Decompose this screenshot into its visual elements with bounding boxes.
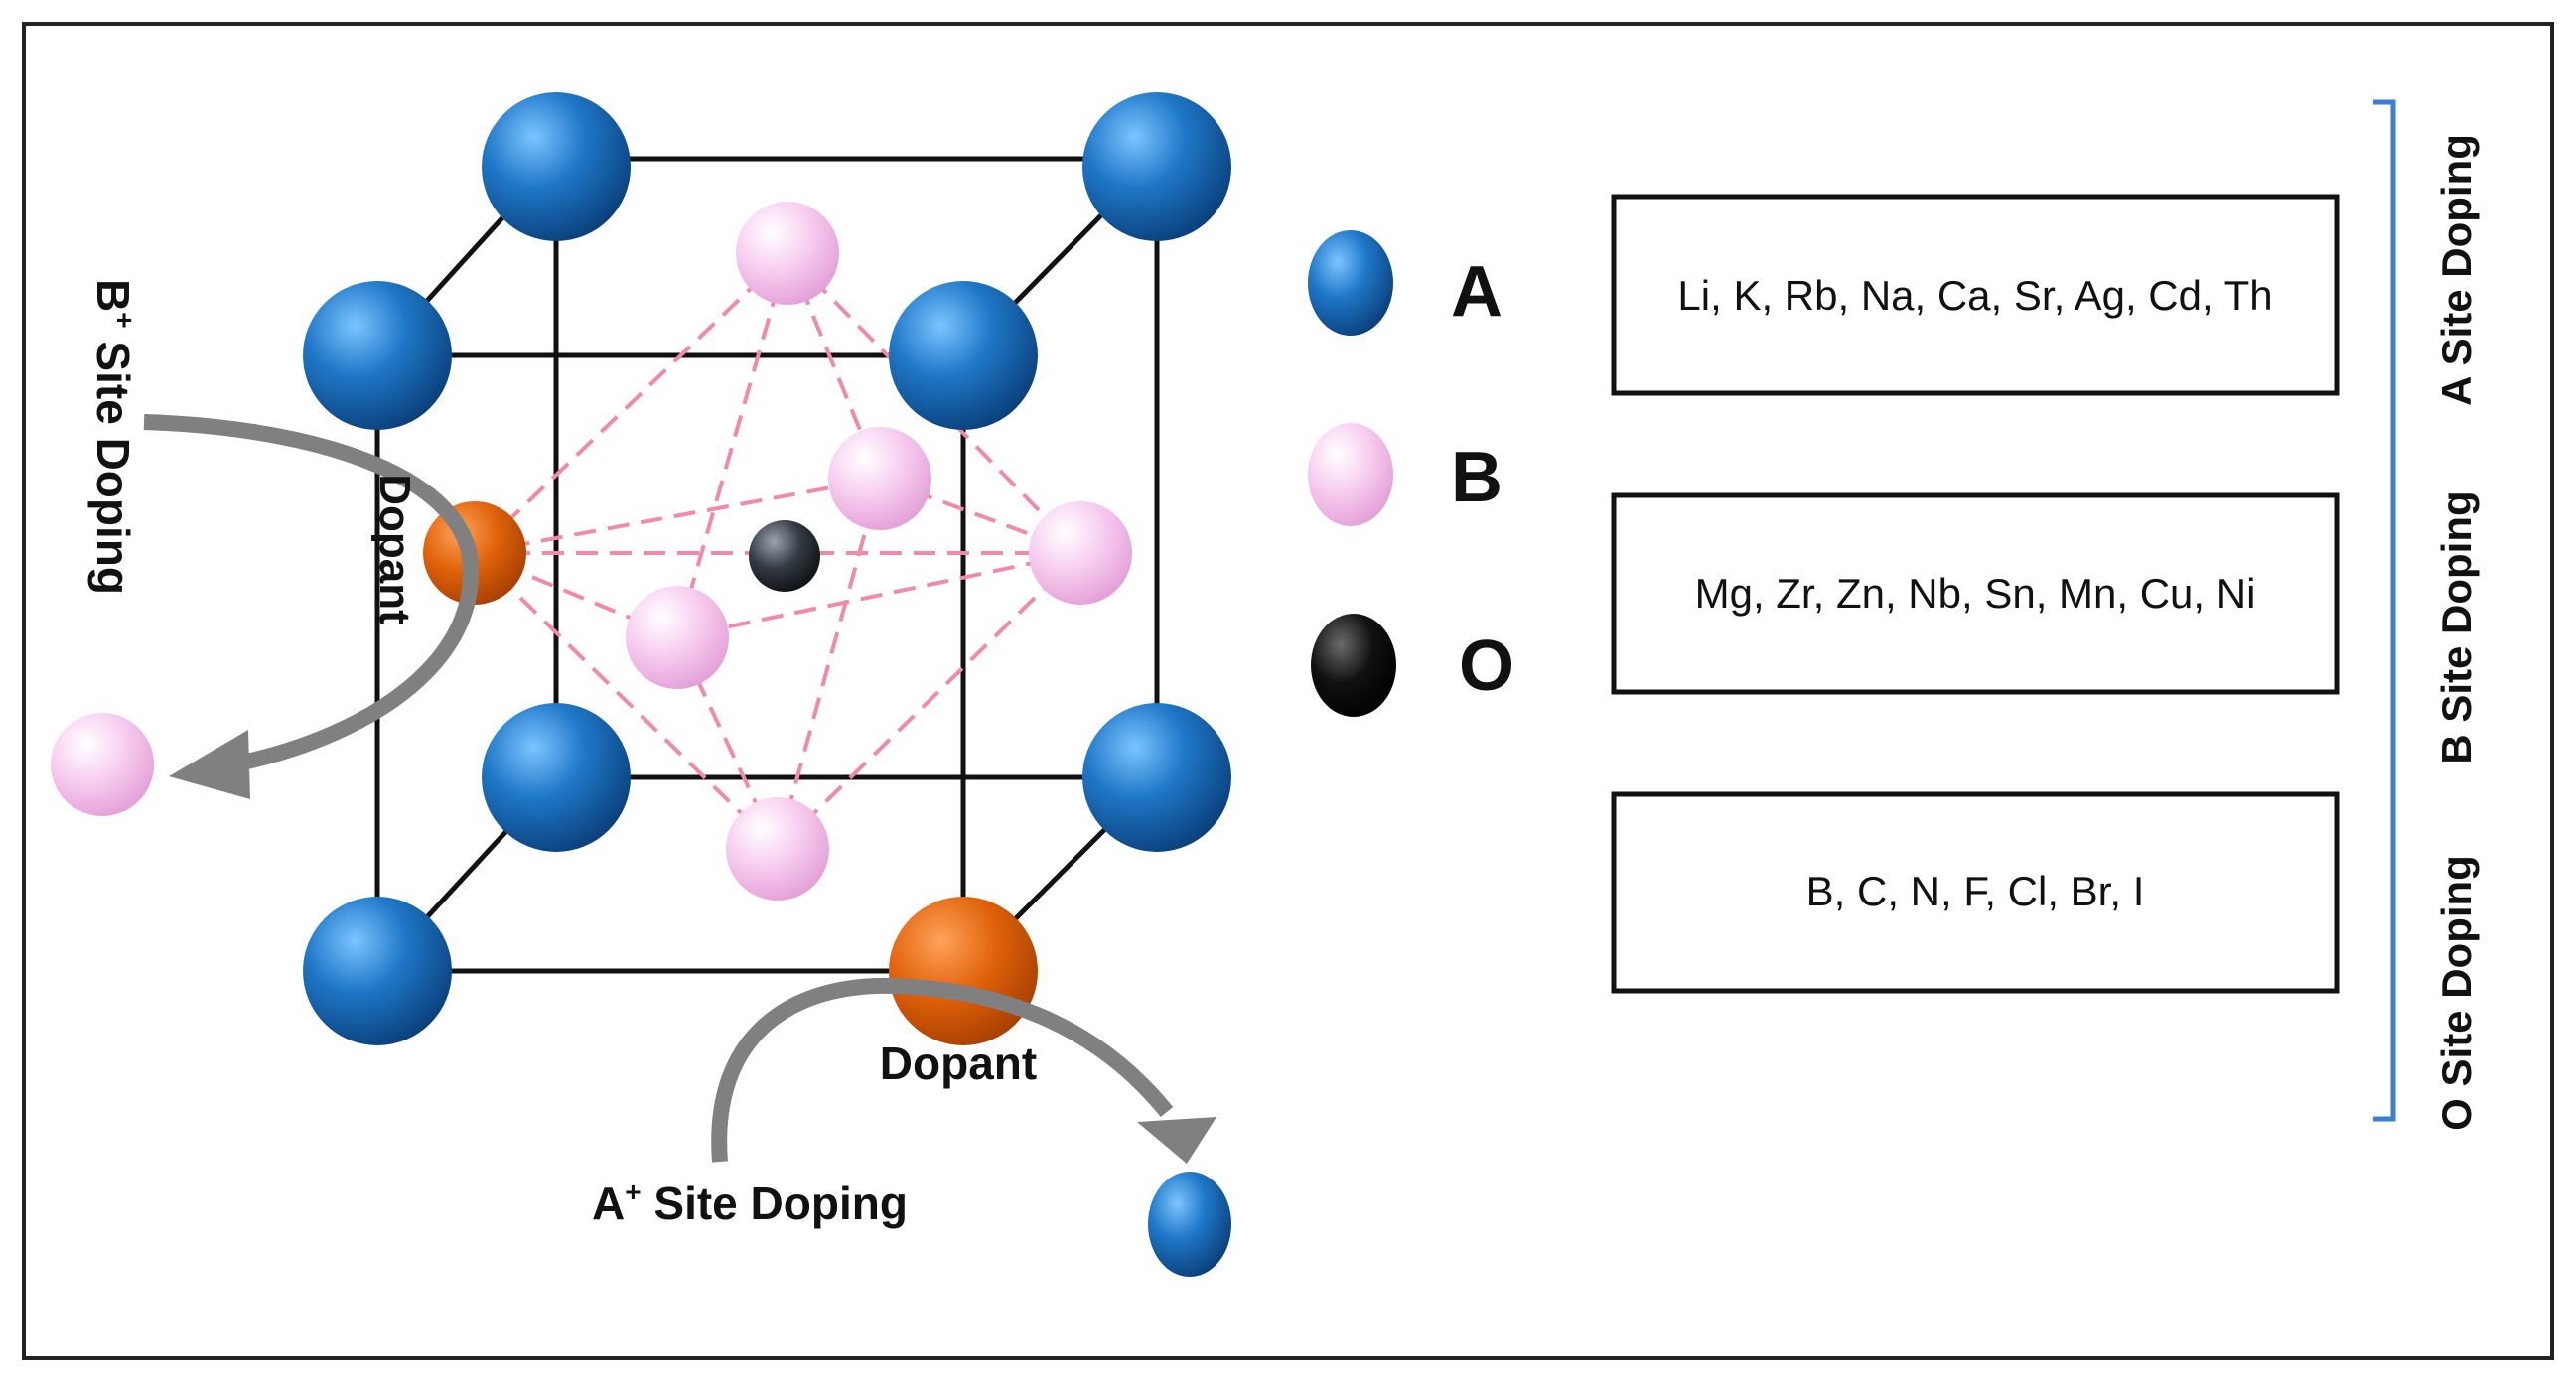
dopant-atom-bottom: [889, 897, 1038, 1045]
o-site-box: [1611, 791, 2340, 994]
legend-a-marker: [1308, 230, 1393, 336]
side-label-a: A Site Doping: [2433, 134, 2480, 406]
a-atom-back-top-left: [482, 92, 631, 241]
b-atoms: [626, 202, 1132, 901]
b-atom-outside: [51, 713, 154, 816]
legend-b-label: B: [1451, 438, 1503, 517]
b-site-label-rest: Site Doping: [87, 329, 139, 595]
b-site-arrow: [143, 414, 479, 799]
b-site-label-main: B: [87, 279, 139, 312]
b-site-doping-label: B+ Site Doping: [87, 279, 140, 595]
a-site-elements: Li, K, Rb, Na, Ca, Sr, Ag, Cd, Th: [1677, 272, 2272, 319]
a-atom-front-bottom-left: [303, 897, 452, 1045]
a-atom-outside: [1148, 1172, 1231, 1277]
side-label-b: B Site Doping: [2433, 490, 2480, 763]
dopant-label-bottom: Dopant: [880, 1038, 1037, 1089]
a-atom-back-bottom-right: [1082, 703, 1231, 852]
b-atom-top: [736, 202, 839, 305]
b-atom-bottom: [726, 797, 829, 901]
dopant-label-left: Dopant: [370, 474, 419, 624]
side-labels: A Site Doping B Site Doping O Site Dopin…: [2433, 134, 2480, 1131]
a-site-label-main: A: [592, 1178, 625, 1229]
legend: A B O: [1308, 230, 1514, 717]
a-site-label-rest: Site Doping: [642, 1178, 908, 1229]
b-atom-right: [1029, 501, 1132, 605]
a-atom-back-bottom-left: [482, 703, 631, 852]
b-site-elements: Mg, Zr, Zn, Nb, Sn, Mn, Cu, Ni: [1695, 570, 2256, 617]
b-site-label-sup: +: [109, 312, 140, 328]
center-o-atom: [749, 520, 820, 592]
a-atom-back-top-right: [1082, 92, 1231, 241]
a-site-doping-label: A+ Site Doping: [592, 1177, 908, 1229]
a-atoms: [303, 92, 1231, 1045]
b-site-box: [1611, 492, 2340, 695]
a-site-box: [1611, 194, 2340, 396]
a-site-arrow: [711, 977, 1216, 1164]
legend-o-label: O: [1459, 626, 1514, 706]
a-atom-front-top-left: [303, 281, 452, 430]
dopant-boxes: Li, K, Rb, Na, Ca, Sr, Ag, Cd, Th Mg, Zr…: [1611, 194, 2340, 994]
b-atom-back-right: [828, 427, 931, 530]
b-atom-front-left: [626, 586, 729, 689]
legend-o-marker: [1311, 614, 1396, 717]
side-label-o: O Site Doping: [2433, 855, 2480, 1131]
legend-a-label: A: [1451, 252, 1503, 332]
o-site-elements: B, C, N, F, Cl, Br, I: [1806, 868, 2145, 914]
legend-b-marker: [1308, 423, 1393, 526]
a-atom-front-top-right: [889, 281, 1038, 430]
a-site-label-sup: +: [625, 1177, 641, 1207]
site-bracket: [2373, 99, 2396, 1122]
